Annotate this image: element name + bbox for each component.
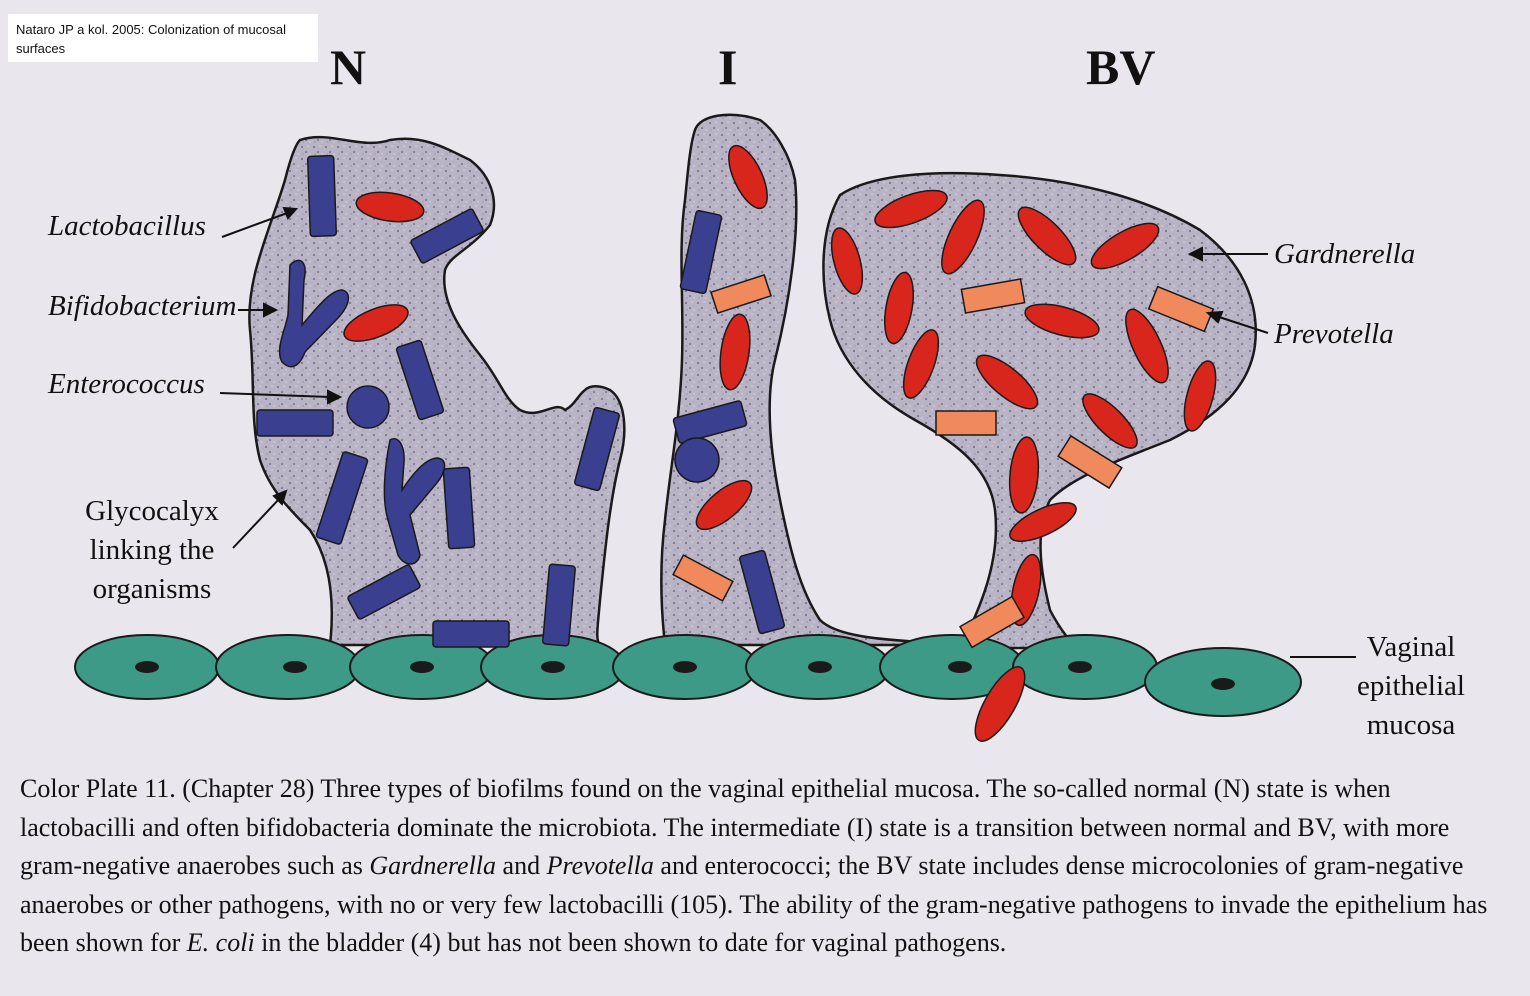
lactobacillus-label: Lactobacillus [48,210,206,243]
lactobacillus-rod-icon [308,156,337,237]
glycocalyx-label-line: linking the [72,531,232,570]
biofilm-diagram [0,0,1530,780]
nucleus [808,661,832,673]
prevotella-rect-icon [936,411,996,435]
nucleus [1211,678,1235,690]
nucleus [135,661,159,673]
lactobacillus-rod-icon [443,467,475,549]
prevotella-label: Prevotella [1274,318,1394,351]
enterococcus-coccus-icon [347,386,389,428]
mucosa-label: Vaginal epithelial mucosa [1352,628,1470,745]
caption-gardnerella: Gardnerella [369,851,496,880]
nucleus [541,661,565,673]
glycocalyx-label-line: Glycocalyx [72,492,232,531]
mucosa-label-line: Vaginal [1352,628,1470,667]
enterococcus-coccus-icon [675,438,719,482]
nucleus [1068,661,1092,673]
glycocalyx-label: Glycocalyx linking the organisms [72,492,232,609]
epithelial-layer [75,635,1301,716]
nucleus [410,661,434,673]
glycocalyx-label-line: organisms [72,570,232,609]
caption-text: and [496,851,547,880]
caption-ecoli: E. coli [187,928,255,957]
lactobacillus-rod-icon [433,621,509,647]
gardnerella-label: Gardnerella [1274,238,1415,271]
lactobacillus-rod-icon [257,410,333,436]
nucleus [673,661,697,673]
bifidobacterium-label: Bifidobacterium [48,290,236,323]
enterococcus-label: Enterococcus [48,368,205,401]
caption-prevotella: Prevotella [547,851,654,880]
mucosa-label-line: mucosa [1352,706,1470,745]
nucleus [283,661,307,673]
caption-plate-number: Color Plate 11. [20,774,176,803]
figure-caption: Color Plate 11. (Chapter 28) Three types… [20,770,1510,963]
nucleus [948,661,972,673]
caption-text: in the bladder (4) but has not been show… [255,928,1007,957]
mucosa-label-line: epithelial [1352,667,1470,706]
